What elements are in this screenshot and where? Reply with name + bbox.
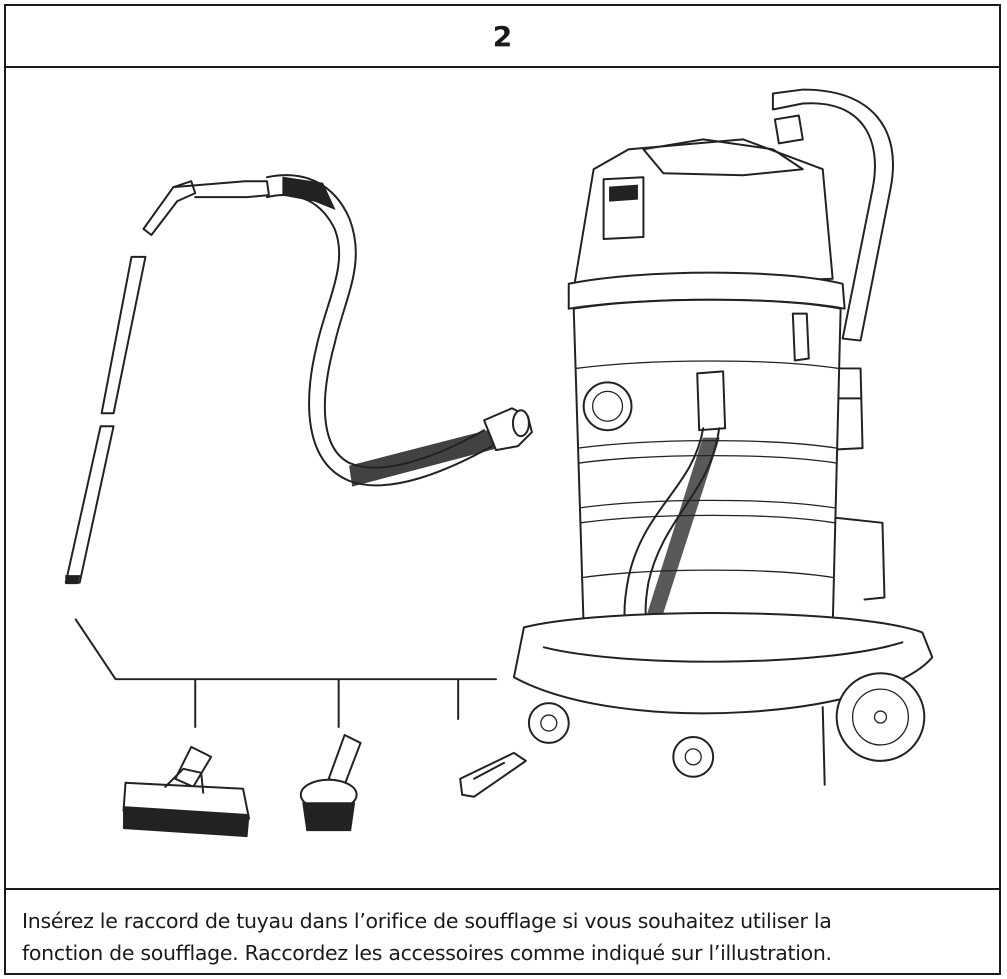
- extension-tube-icon: [64, 255, 147, 585]
- wet-dry-vacuum-icon: [512, 88, 934, 786]
- caption-line-2: fonction de soufflage. Raccordez les acc…: [22, 941, 832, 965]
- crevice-nozzle-icon: [459, 751, 527, 798]
- instruction-panel: 2: [4, 4, 1001, 975]
- step-number: 2: [492, 19, 513, 53]
- step-header: 2: [6, 6, 999, 68]
- round-brush-icon: [299, 733, 362, 832]
- assembly-illustration: [6, 68, 999, 888]
- instruction-caption: Insérez le raccord de tuyau dans l’orifi…: [6, 888, 999, 973]
- floor-brush-icon: [122, 745, 251, 838]
- hose-icon: [142, 174, 533, 487]
- caption-line-1: Insérez le raccord de tuyau dans l’orifi…: [22, 909, 832, 933]
